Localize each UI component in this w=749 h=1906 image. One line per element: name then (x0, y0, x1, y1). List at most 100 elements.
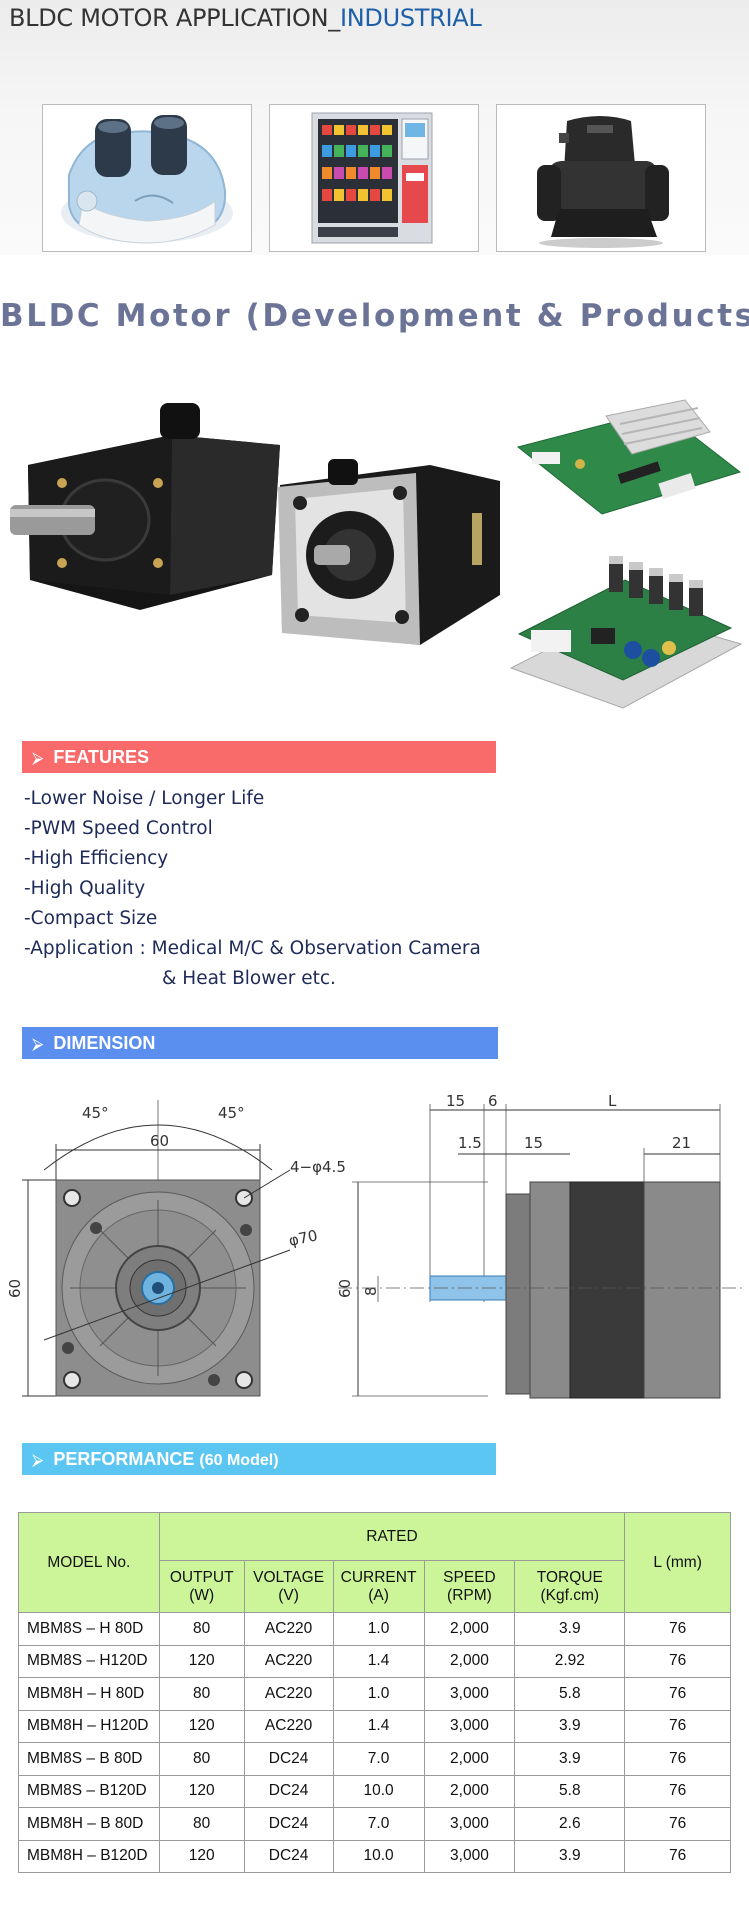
banner-title-highlight: INDUSTRIAL (339, 4, 482, 32)
dim-1-5-label: 1.5 (458, 1134, 482, 1152)
col-rated-header: RATED (158, 1512, 626, 1561)
cell-current: 1.4 (332, 1709, 425, 1743)
cell-model: MBM8S – H120D (18, 1644, 160, 1678)
feature-item: -PWM Speed Control (24, 818, 213, 839)
cell-model: MBM8H – H 80D (18, 1677, 160, 1711)
cell-speed: 2,000 (423, 1612, 516, 1646)
cell-speed: 3,000 (423, 1839, 516, 1873)
banner-title: BLDC MOTOR APPLICATION_INDUSTRIAL (9, 4, 482, 32)
cell-length: 76 (624, 1612, 731, 1646)
cell-torque: 3.9 (514, 1709, 626, 1743)
performance-table: MODEL No. RATED L (mm) OUTPUT(W) VOLTAGE… (18, 1512, 731, 1873)
cell-length: 76 (624, 1839, 731, 1873)
cell-output: 80 (158, 1742, 245, 1776)
col-speed-header: SPEED(RPM) (423, 1560, 516, 1613)
feature-item: -High Efficiency (24, 848, 169, 869)
width-label: 60 (150, 1132, 169, 1150)
cell-length: 76 (624, 1742, 731, 1776)
cell-current: 1.4 (332, 1644, 425, 1678)
features-header-label: FEATURES (53, 747, 150, 767)
feature-item: -Compact Size (24, 908, 158, 929)
bldc-motors-photo (10, 395, 505, 665)
table-row: MBM8S – H120D 120 AC220 1.4 2,000 2.92 7… (18, 1644, 731, 1678)
cell-current: 7.0 (332, 1807, 425, 1841)
features-arrow-icon: ⮚ (32, 750, 44, 767)
table-row: MBM8S – B 80D 80 DC24 7.0 2,000 3.9 76 (18, 1742, 731, 1776)
cell-output: 120 (158, 1644, 245, 1678)
cell-voltage: DC24 (243, 1839, 334, 1873)
col-voltage-header: VOLTAGE(V) (243, 1560, 334, 1613)
col-current-header: CURRENT(A) (332, 1560, 425, 1613)
cell-torque: 3.9 (514, 1612, 626, 1646)
cell-voltage: DC24 (243, 1774, 334, 1808)
performance-header-suffix: (60 Model) (199, 1452, 279, 1469)
cell-torque: 5.8 (514, 1677, 626, 1711)
controller-board-photo-1 (510, 392, 745, 522)
cell-speed: 2,000 (423, 1774, 516, 1808)
cell-torque: 2.6 (514, 1807, 626, 1841)
cell-voltage: AC220 (243, 1677, 334, 1711)
feature-item: -High Quality (24, 878, 146, 899)
feature-item: & Heat Blower etc. (162, 968, 336, 989)
cell-length: 76 (624, 1807, 731, 1841)
cell-voltage: AC220 (243, 1644, 334, 1678)
dimension-arrow-icon: ⮚ (32, 1036, 44, 1053)
controller-board-photo-2 (505, 550, 745, 730)
front-view-drawing: 45° 45° 60 60 4−φ4.5 φ70 (0, 1090, 346, 1435)
cell-output: 80 (158, 1612, 245, 1646)
table-row: MBM8H – B120D 120 DC24 10.0 3,000 3.9 76 (18, 1839, 731, 1873)
cell-output: 120 (158, 1709, 245, 1743)
holes-label: 4−φ4.5 (290, 1158, 345, 1176)
cell-torque: 3.9 (514, 1839, 626, 1873)
cell-output: 120 (158, 1839, 245, 1873)
cell-current: 7.0 (332, 1742, 425, 1776)
cell-length: 76 (624, 1709, 731, 1743)
table-row: MBM8H – H120D 120 AC220 1.4 3,000 3.9 76 (18, 1709, 731, 1743)
cell-speed: 2,000 (423, 1644, 516, 1678)
table-row: MBM8H – B 80D 80 DC24 7.0 3,000 2.6 76 (18, 1807, 731, 1841)
side-view-drawing: 15 6 L 1.5 15 21 60 8 (336, 1090, 749, 1435)
cell-voltage: AC220 (243, 1709, 334, 1743)
cell-current: 1.0 (332, 1677, 425, 1711)
cell-voltage: DC24 (243, 1742, 334, 1776)
cell-model: MBM8H – H120D (18, 1709, 160, 1743)
dim-L-label: L (608, 1092, 617, 1110)
cell-current: 1.0 (332, 1612, 425, 1646)
height-label: 60 (6, 1279, 24, 1298)
side-height-label: 60 (338, 1279, 354, 1298)
dim-15b-label: 15 (524, 1134, 543, 1152)
cell-torque: 5.8 (514, 1774, 626, 1808)
cell-torque: 2.92 (514, 1644, 626, 1678)
cell-length: 76 (624, 1774, 731, 1808)
cell-speed: 3,000 (423, 1709, 516, 1743)
cell-speed: 2,000 (423, 1742, 516, 1776)
dimension-header: ⮚DIMENSION (22, 1027, 498, 1059)
dim-6-label: 6 (488, 1092, 498, 1110)
dim-21-label: 21 (672, 1134, 691, 1152)
performance-header: ⮚PERFORMANCE (60 Model) (22, 1443, 496, 1475)
cell-model: MBM8S – B 80D (18, 1742, 160, 1776)
shaft-label: 8 (362, 1286, 380, 1296)
col-output-header: OUTPUT(W) (158, 1560, 245, 1613)
performance-arrow-icon: ⮚ (32, 1452, 44, 1469)
diameter-label: φ70 (287, 1226, 319, 1250)
cell-output: 80 (158, 1807, 245, 1841)
foot-massager-photo (42, 104, 252, 252)
cell-speed: 3,000 (423, 1677, 516, 1711)
cell-model: MBM8S – B120D (18, 1774, 160, 1808)
table-row: MBM8S – B120D 120 DC24 10.0 2,000 5.8 76 (18, 1774, 731, 1808)
cell-current: 10.0 (332, 1839, 425, 1873)
dim-15a-label: 15 (446, 1092, 465, 1110)
cell-length: 76 (624, 1644, 731, 1678)
col-l-header: L (mm) (624, 1512, 731, 1613)
feature-item: -Lower Noise / Longer Life (24, 788, 265, 809)
banner-title-prefix: BLDC MOTOR APPLICATION_ (9, 4, 340, 32)
cell-model: MBM8S – H 80D (18, 1612, 160, 1646)
massage-chair-photo (496, 104, 706, 252)
cell-model: MBM8H – B120D (18, 1839, 160, 1873)
cell-output: 120 (158, 1774, 245, 1808)
features-header: ⮚ FEATURES (22, 741, 496, 773)
cell-output: 80 (158, 1677, 245, 1711)
page-title: BLDC Motor (Development & Products) (0, 298, 749, 334)
cell-model: MBM8H – B 80D (18, 1807, 160, 1841)
